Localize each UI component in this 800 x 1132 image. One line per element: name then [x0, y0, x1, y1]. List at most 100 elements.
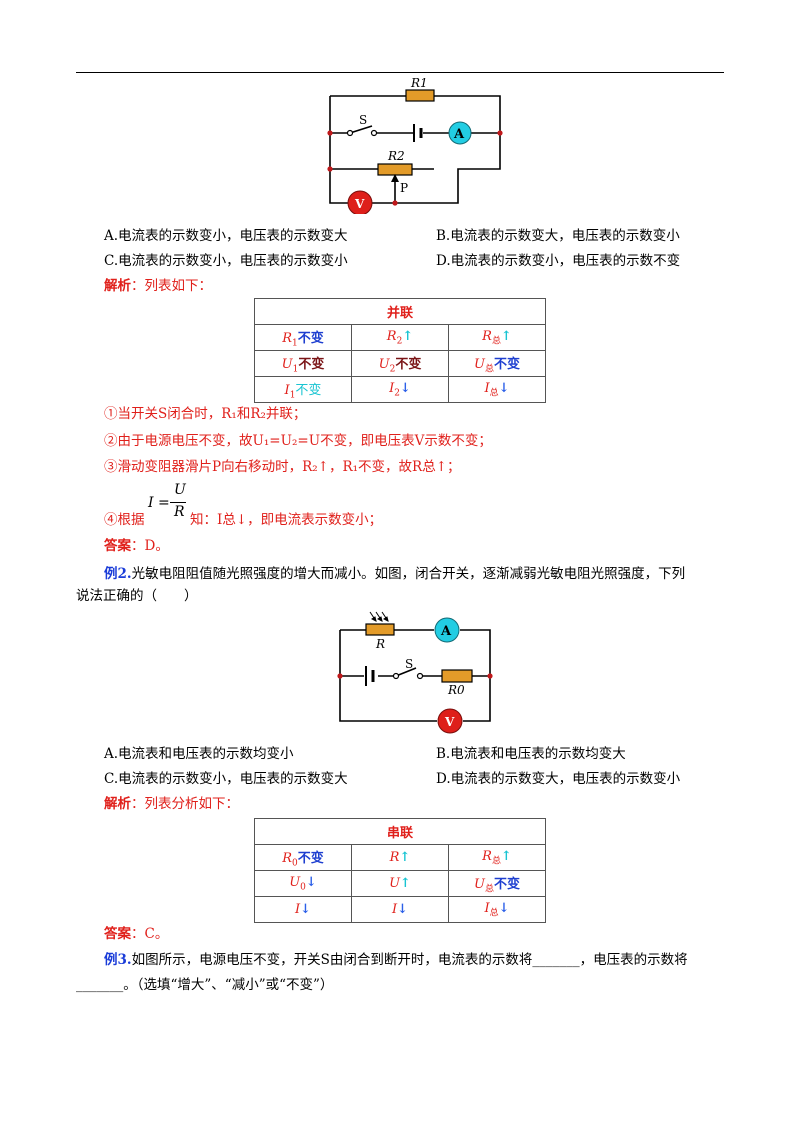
ex2-option-d: D.电流表的示数变大，电压表的示数变小 [436, 771, 681, 787]
change-indicator: ↑ [500, 328, 512, 344]
change-indicator: 不变 [295, 382, 322, 398]
ex1-step-4-prefix: ④根据 [104, 512, 145, 528]
ohm-law-formula: I = U R [148, 482, 186, 520]
table-header: 串联 [254, 818, 546, 845]
ex1-answer: 答案：D。 [104, 538, 169, 554]
change-indicator: ↓ [498, 380, 510, 396]
ex1-option-c: C.电流表的示数变小，电压表的示数变小 [104, 253, 348, 269]
ex3-stem-line-2: _______。（选填“增大”、“减小”或“不变”） [76, 977, 334, 993]
label-ammeter: A [440, 624, 452, 639]
ex2-analysis: 解析：列表分析如下： [104, 796, 239, 812]
quantity-symbol: R2 [386, 328, 403, 347]
table-cell: R总↑ [448, 324, 546, 351]
quantity-symbol: U [389, 876, 401, 891]
ex2-option-a: A.电流表和电压表的示数均变小 [104, 746, 294, 762]
change-indicator: ↓ [305, 874, 317, 890]
quantity-symbol: R总 [482, 848, 501, 867]
quantity-symbol: I [391, 902, 398, 917]
ex1-step-2: ②由于电源电压不变，故U₁=U₂=U不变，即电压表V示数不变； [104, 433, 492, 449]
quantity-symbol: I总 [484, 380, 499, 399]
change-indicator: ↓ [399, 380, 411, 396]
label-voltmeter: V [354, 197, 365, 211]
ex1-option-d: D.电流表的示数变小，电压表的示数不变 [436, 253, 681, 269]
table-row: U0↓U↑U总不变 [254, 870, 546, 897]
quantity-symbol: I [294, 902, 301, 917]
ex1-step-1: ①当开关S闭合时，R₁和R₂并联； [104, 406, 307, 422]
label-slider: P [400, 181, 408, 195]
table-cell: R0不变 [254, 844, 352, 871]
table-cell: U↑ [351, 870, 449, 897]
header-rule [76, 72, 724, 73]
quantity-symbol: I2 [389, 380, 400, 399]
ex3-stem-line-1: 例3.如图所示，电源电压不变，开关S由闭合到断开时，电流表的示数将_______… [104, 952, 688, 968]
table-header: 并联 [254, 298, 546, 325]
label-switch: S [405, 657, 413, 671]
change-indicator: ↑ [399, 850, 411, 865]
ex2-option-c: C.电流表的示数变小，电压表的示数变大 [104, 771, 348, 787]
ex2-answer: 答案：C。 [104, 926, 169, 942]
change-indicator: ↑ [402, 328, 414, 344]
table-cell: U总不变 [448, 870, 546, 897]
ex1-step-4: 知：I总↓，即电流表示数变小； [190, 512, 383, 528]
table-cell: U0↓ [254, 870, 352, 897]
label-r0: R0 [447, 683, 465, 697]
change-indicator: ↓ [300, 902, 312, 917]
change-indicator: 不变 [395, 356, 422, 372]
change-indicator: 不变 [298, 356, 325, 372]
ex1-analysis: 解析：列表如下： [104, 278, 212, 294]
quantity-symbol: U2 [378, 356, 396, 375]
table-cell: I总↓ [448, 376, 546, 403]
table-row: I↓I↓I总↓ [254, 896, 546, 923]
table-cell: R总↑ [448, 844, 546, 871]
change-indicator: 不变 [493, 876, 520, 892]
quantity-symbol: R1 [282, 330, 298, 349]
quantity-symbol: U1 [281, 356, 299, 375]
change-indicator: ↓ [397, 902, 409, 917]
quantity-symbol: R总 [482, 328, 501, 347]
change-indicator: ↑ [400, 876, 411, 891]
table-cell: R1不变 [254, 324, 352, 351]
ex1-step-3: ③滑动变阻器滑片P向右移动时，R₂↑，R₁不变，故R总↑； [104, 459, 461, 475]
ex2-stem-line-1: 例2.光敏电阻阻值随光照强度的增大而减小。如图，闭合开关，逐渐减弱光敏电阻光照强… [104, 566, 686, 582]
table-cell: I2↓ [351, 376, 449, 403]
table-cell: I↓ [351, 896, 449, 923]
ex2-option-b: B.电流表和电压表的示数均变大 [436, 746, 626, 762]
table-cell: R↑ [351, 844, 449, 871]
table-cell: I总↓ [448, 896, 546, 923]
table-cell: U1不变 [254, 350, 352, 377]
quantity-symbol: R0 [282, 850, 298, 869]
table-cell: I1不变 [254, 376, 352, 403]
change-indicator: 不变 [297, 850, 324, 866]
quantity-symbol: U总 [474, 356, 494, 375]
change-indicator: 不变 [493, 356, 520, 372]
table-cell: I↓ [254, 896, 352, 923]
change-indicator: ↓ [498, 900, 510, 916]
change-indicator: ↑ [500, 848, 512, 864]
label-switch: S [359, 113, 367, 127]
circuit-diagram-2: R A S R0 V [337, 611, 493, 734]
quantity-symbol: U0 [289, 874, 306, 893]
label-voltmeter: V [444, 715, 455, 729]
ex2-stem-line-2: 说法正确的（ ） [76, 588, 198, 604]
quantity-symbol: R [389, 850, 400, 865]
change-indicator: 不变 [297, 330, 324, 346]
ex1-option-a: A.电流表的示数变小，电压表的示数变大 [104, 228, 348, 244]
table-cell: R2↑ [351, 324, 449, 351]
label-r1: R1 [410, 76, 428, 90]
label-ammeter: A [453, 127, 465, 142]
quantity-symbol: I1 [284, 382, 296, 401]
table-cell: U总不变 [448, 350, 546, 377]
quantity-symbol: I总 [484, 900, 499, 919]
table-cell: U2不变 [351, 350, 449, 377]
quantity-symbol: U总 [474, 876, 494, 895]
ex1-option-b: B.电流表的示数变大，电压表的示数变小 [436, 228, 680, 244]
circuit-diagram-1: R1 S A R2 P V [327, 76, 503, 214]
label-r: R [375, 637, 385, 651]
label-r2: R2 [387, 149, 405, 163]
